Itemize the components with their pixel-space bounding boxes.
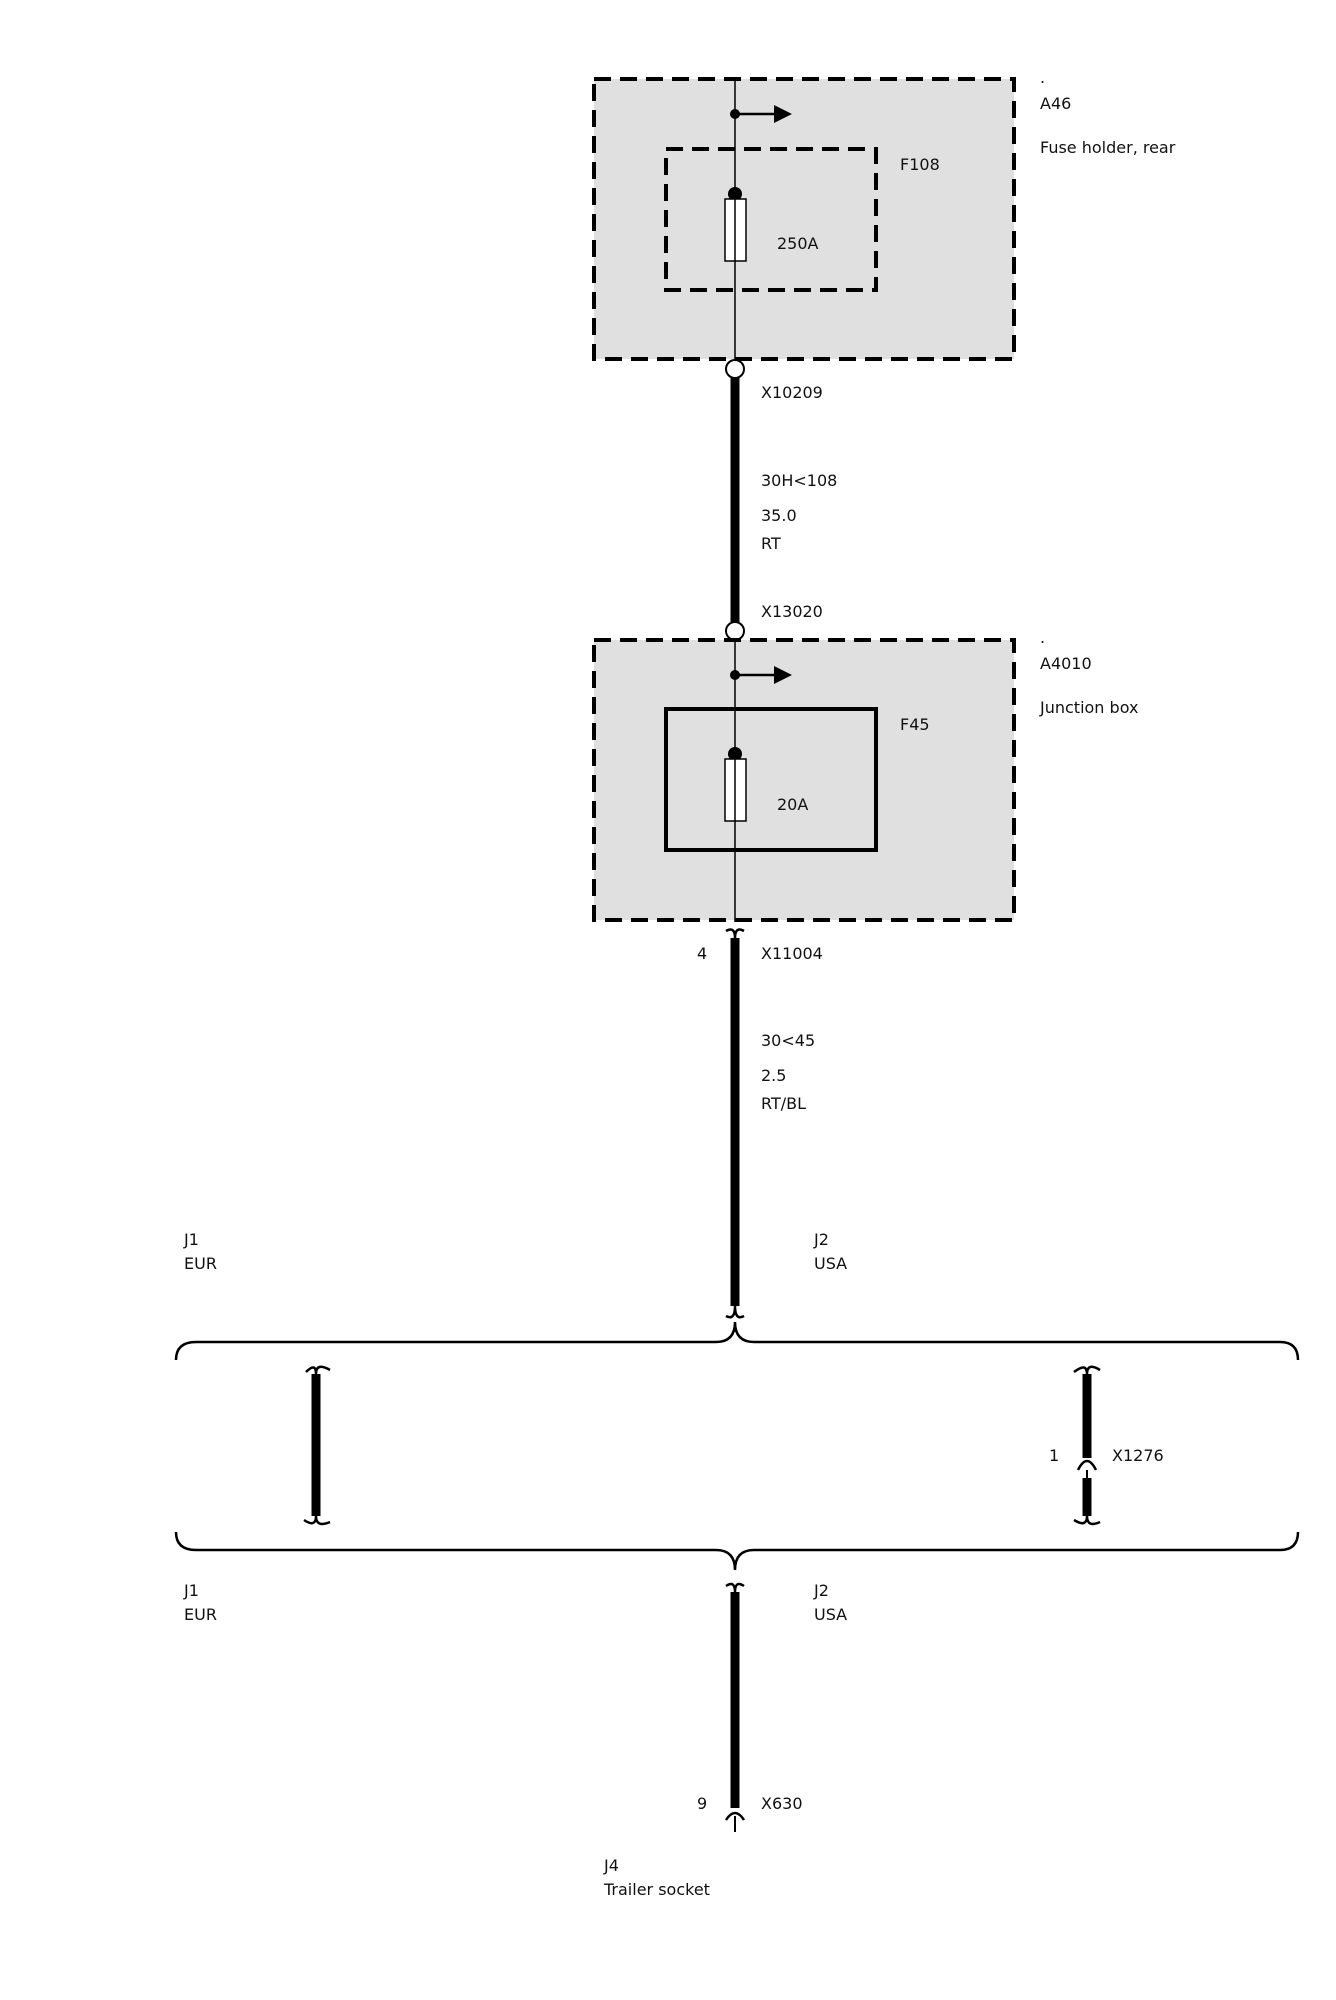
upper-left-junction-region: EUR — [184, 1254, 217, 1273]
x630-pin: 9 — [697, 1794, 707, 1813]
wire2-color: RT/BL — [761, 1094, 806, 1113]
usa-branch-bottom-curl — [1073, 1515, 1101, 1526]
eur-branch-bottom-curl — [303, 1515, 331, 1526]
wire2-size: 2.5 — [761, 1066, 786, 1085]
f108-terminal-dot — [728, 187, 742, 201]
f108-rating: 250A — [777, 234, 819, 253]
a46-name: Fuse holder, rear — [1040, 138, 1176, 157]
fuse-f108-box — [664, 147, 878, 292]
lower-left-junction-id: J1 — [183, 1581, 199, 1600]
x630-label: X630 — [761, 1794, 803, 1813]
a46-id: A46 — [1040, 94, 1071, 113]
f45-terminal-dot — [728, 747, 742, 761]
x11004-connector-icon — [725, 928, 745, 939]
usa-branch-top-curl — [1073, 1365, 1101, 1375]
wire1-circuit: 30H<108 — [761, 471, 837, 490]
x1276-label: X1276 — [1112, 1446, 1164, 1465]
upper-left-junction-id: J1 — [183, 1230, 199, 1249]
wire1-color: RT — [761, 534, 781, 553]
a4010-dot: . — [1040, 628, 1045, 647]
lower-right-junction-region: USA — [814, 1605, 847, 1624]
upper-brace — [174, 1321, 1300, 1361]
eur-branch-top-curl — [305, 1365, 331, 1375]
a46-branch-arrow-icon — [774, 105, 792, 123]
upper-right-junction-region: USA — [814, 1254, 847, 1273]
x630-connector-icon — [724, 1811, 746, 1821]
wire3-top-curl — [725, 1582, 745, 1593]
wire2-circuit: 30<45 — [761, 1031, 815, 1050]
x11004-pin: 4 — [697, 944, 707, 963]
trailer-socket-id: J4 — [603, 1856, 619, 1875]
junction-box — [592, 638, 1016, 922]
x10209-connector-icon — [725, 359, 745, 379]
upper-right-junction-id: J2 — [813, 1230, 829, 1249]
fuse-f45-box — [664, 707, 878, 852]
lower-brace — [174, 1531, 1300, 1571]
a4010-name: Junction box — [1039, 698, 1138, 717]
lower-left-junction-region: EUR — [184, 1605, 217, 1624]
f45-rating: 20A — [777, 795, 808, 814]
a4010-branch-arrow-icon — [774, 666, 792, 684]
x13020-connector-icon — [725, 621, 745, 641]
x1276-pin: 1 — [1049, 1446, 1059, 1465]
wire1-size: 35.0 — [761, 506, 797, 525]
x1276-connector-icon — [1076, 1459, 1098, 1471]
f108-id: F108 — [900, 155, 940, 174]
wire2-end-curl — [725, 1305, 745, 1319]
fuse-holder-rear-box — [592, 77, 1016, 361]
a46-dot: . — [1040, 68, 1045, 87]
a4010-id: A4010 — [1040, 654, 1092, 673]
x10209-label: X10209 — [761, 383, 823, 402]
x13020-label: X13020 — [761, 602, 823, 621]
x11004-label: X11004 — [761, 944, 823, 963]
trailer-socket-name: Trailer socket — [603, 1880, 710, 1899]
f45-id: F45 — [900, 715, 930, 734]
lower-right-junction-id: J2 — [813, 1581, 829, 1600]
